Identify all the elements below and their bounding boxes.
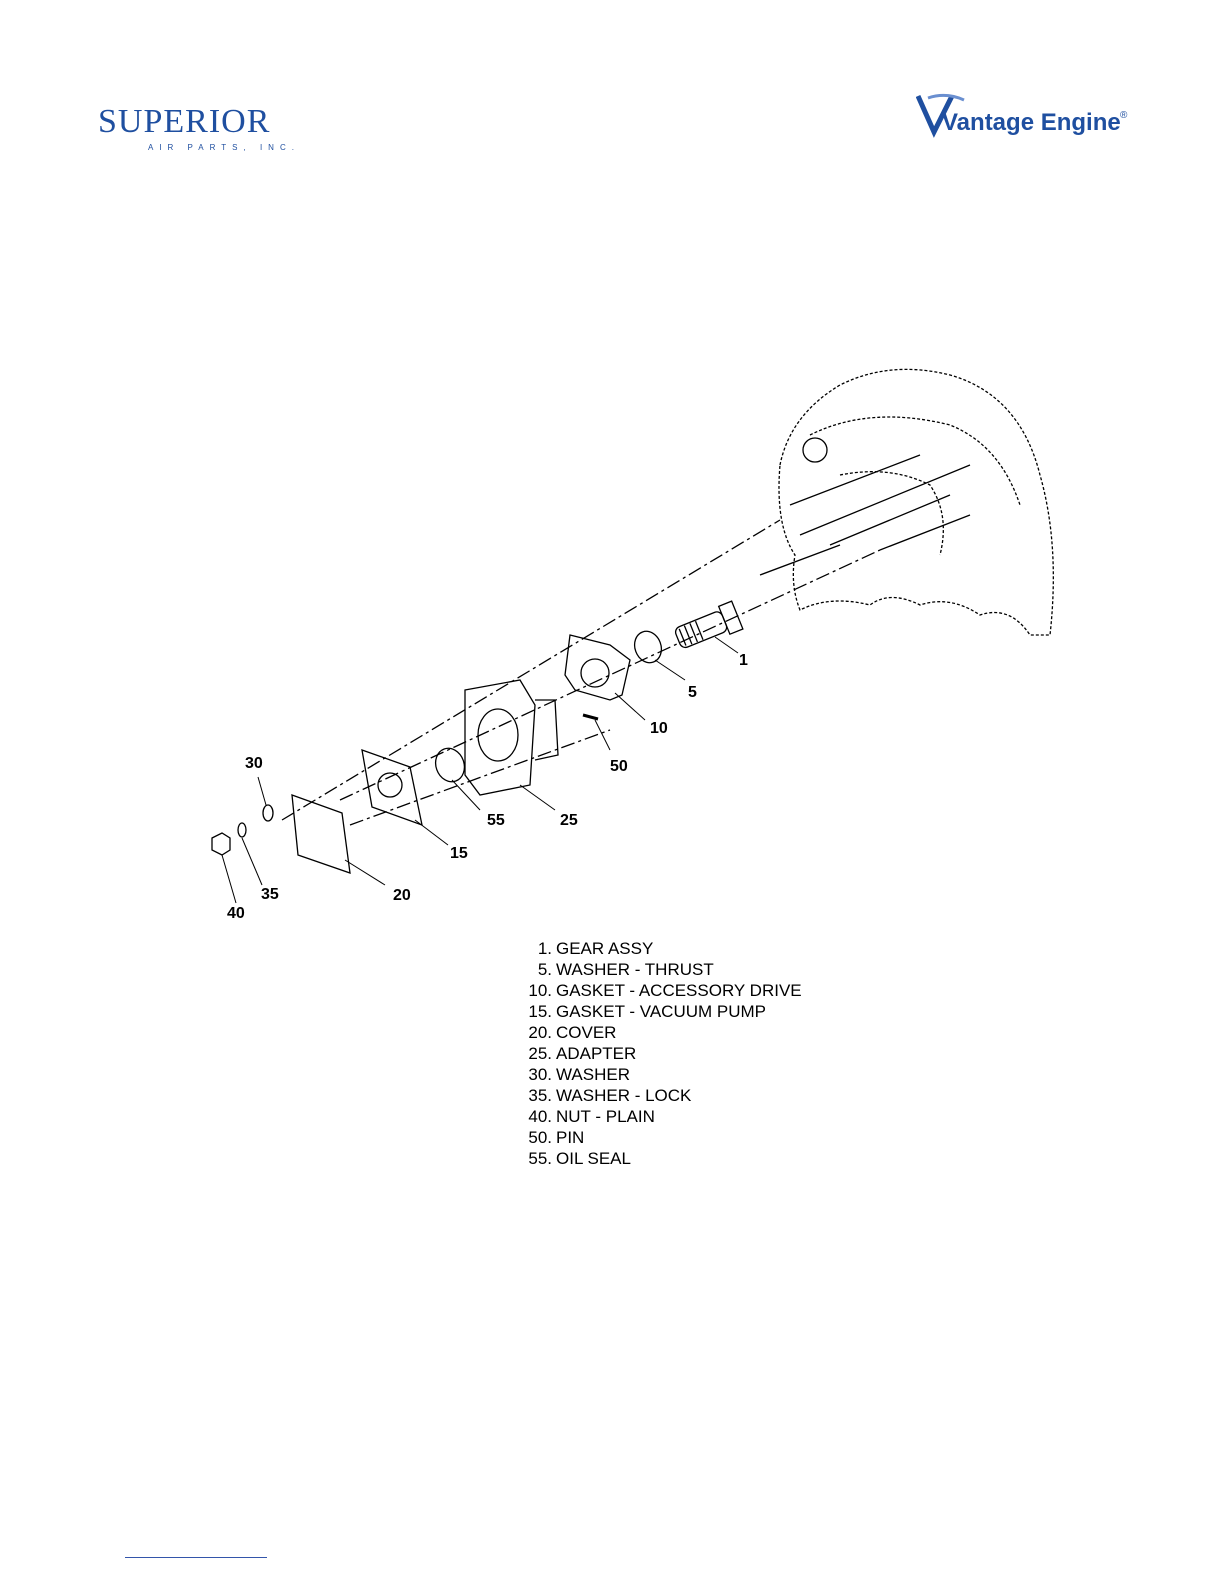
callout-25: 25 [560,812,578,829]
vantage-engine-logo: Vantage Engine ® [916,90,1130,140]
logo-superior-wordmark: SUPERIOR [98,103,270,140]
legend-item: 30.WASHER [520,1064,860,1085]
legend-number: 25. [520,1043,556,1064]
legend-number: 50. [520,1127,556,1148]
legend-number: 35. [520,1085,556,1106]
legend-label: WASHER - THRUST [556,959,714,980]
cover-part [292,795,350,873]
callout-40: 40 [227,905,245,922]
parts-legend: 1.GEAR ASSY 5.WASHER - THRUST 10.GASKET … [520,938,860,1169]
legend-number: 40. [520,1106,556,1127]
legend-label: NUT - PLAIN [556,1106,655,1127]
callout-leaders [222,637,738,903]
callout-10: 10 [650,720,668,737]
legend-item: 10.GASKET - ACCESSORY DRIVE [520,980,860,1001]
crankcase-studs [760,438,970,575]
callout-50: 50 [610,758,628,775]
oil-seal-part [431,744,469,786]
gasket-vacuum-pump-part [362,750,422,825]
callout-35: 35 [261,886,279,903]
callout-30: 30 [245,755,263,772]
legend-item: 55.OIL SEAL [520,1148,860,1169]
lock-washer-part [238,823,246,837]
legend-number: 55. [520,1148,556,1169]
legend-label: OIL SEAL [556,1148,631,1169]
legend-item: 50.PIN [520,1127,860,1148]
callout-15: 15 [450,845,468,862]
callout-1: 1 [739,652,748,669]
logo-swoosh-icon [928,95,964,100]
logo-superior-subtitle: AIR PARTS, INC. [148,143,300,152]
legend-label: GASKET - ACCESSORY DRIVE [556,980,802,1001]
legend-number: 20. [520,1022,556,1043]
crankcase-illustration [779,369,1053,635]
logo-vantage-wordmark: Vantage Engine [942,109,1121,136]
footer-divider [125,1557,267,1558]
legend-item: 5.WASHER - THRUST [520,959,860,980]
legend-label: WASHER - LOCK [556,1085,691,1106]
gasket-accessory-drive-part [565,635,630,700]
washer-part [263,805,273,821]
legend-number: 1. [520,938,556,959]
callout-5: 5 [688,684,697,701]
legend-label: PIN [556,1127,584,1148]
legend-item: 25.ADAPTER [520,1043,860,1064]
legend-number: 5. [520,959,556,980]
callout-55: 55 [487,812,505,829]
thrust-washer-part [630,628,665,667]
gear-assy-part [672,601,743,653]
exploded-parts-diagram: 1 5 10 50 25 55 15 20 30 35 40 [190,355,1070,935]
legend-label: GEAR ASSY [556,938,653,959]
legend-label: COVER [556,1022,616,1043]
legend-item: 40.NUT - PLAIN [520,1106,860,1127]
legend-number: 10. [520,980,556,1001]
legend-label: WASHER [556,1064,630,1085]
legend-item: 15.GASKET - VACUUM PUMP [520,1001,860,1022]
legend-item: 35.WASHER - LOCK [520,1085,860,1106]
legend-label: ADAPTER [556,1043,636,1064]
legend-label: GASKET - VACUUM PUMP [556,1001,766,1022]
legend-item: 20.COVER [520,1022,860,1043]
logo-registered-mark: ® [1120,110,1128,121]
pin-part [583,715,598,719]
legend-number: 15. [520,1001,556,1022]
plain-nut-part [212,833,230,855]
legend-item: 1.GEAR ASSY [520,938,860,959]
legend-number: 30. [520,1064,556,1085]
superior-air-parts-logo: SUPERIOR AIR PARTS, INC. [96,100,324,156]
callout-20: 20 [393,887,411,904]
